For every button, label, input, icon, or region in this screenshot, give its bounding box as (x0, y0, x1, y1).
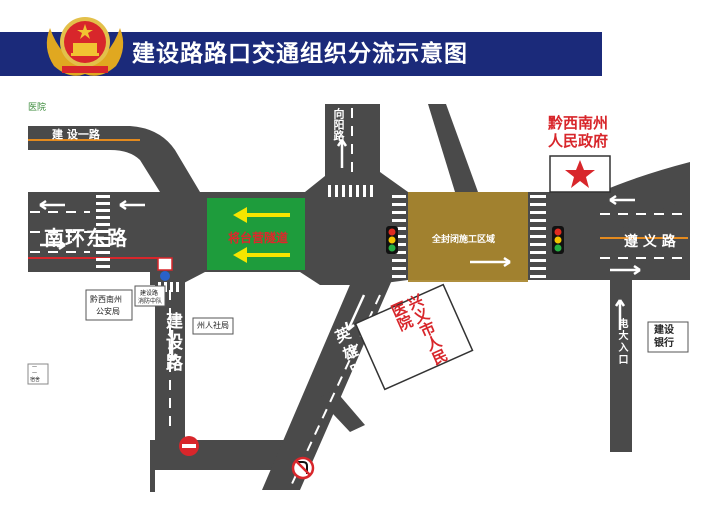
label-police-line2: 公安局 (96, 307, 120, 316)
jianshe-upper-road (28, 126, 200, 192)
label-xiangyang: 向阳路 (332, 108, 345, 141)
label-small-building-2: 一 (32, 371, 38, 377)
national-emblem-icon (46, 17, 124, 76)
label-police-line1: 黔西南州 (90, 295, 122, 304)
label-tunnel: 将台营隧道 (228, 231, 289, 245)
label-topleft-fragment: 医院 (28, 103, 47, 113)
no-entry-icon (179, 436, 199, 456)
label-zunyi: 遵 义 路 (624, 234, 676, 250)
junction-east (300, 172, 408, 285)
direction-arrows (39, 139, 641, 361)
label-nanhuan: 南环东路 (44, 226, 128, 250)
no-left-turn-icon (291, 456, 315, 480)
warning-sign-icon (157, 257, 173, 281)
lane-markings (30, 108, 688, 489)
police-box (85, 289, 133, 321)
label-fire-line1: 建设路 (140, 290, 159, 297)
page-title: 建设路路口交通组织分流示意图 (132, 41, 468, 67)
label-closed-zone: 全封闭施工区域 (432, 235, 496, 245)
label-small-building-3: 宿舍 (30, 377, 41, 383)
label-small-building-1: 一 (32, 365, 38, 371)
label-bank: 建设银行 (654, 325, 674, 349)
bank-box (647, 321, 689, 353)
tunnel-arrows (233, 207, 290, 263)
label-jianshe-vertical: 建设路 (162, 312, 182, 375)
small-building-box (27, 363, 49, 385)
fire-station-box (134, 285, 166, 307)
shebao-box (192, 317, 234, 335)
label-shebao: 州人社局 (197, 321, 229, 330)
label-gov-line1: 黔西南州 (548, 114, 609, 132)
label-gov-line2: 人民政府 (548, 132, 609, 150)
traffic-light-icon (386, 226, 398, 254)
northeast-road (428, 104, 478, 192)
center-lines (28, 139, 688, 239)
closed-zone (408, 192, 528, 282)
label-dianda: 电大入口 (616, 318, 627, 366)
label-fire-line2: 消防中队 (138, 298, 163, 305)
dianda-road (610, 280, 632, 452)
star-icon (565, 160, 595, 188)
label-jianshe-upper: 建 设一路 (52, 128, 100, 141)
tunnel-zone (207, 198, 305, 270)
hospital-box (354, 283, 474, 391)
traffic-light-icon (552, 226, 564, 254)
